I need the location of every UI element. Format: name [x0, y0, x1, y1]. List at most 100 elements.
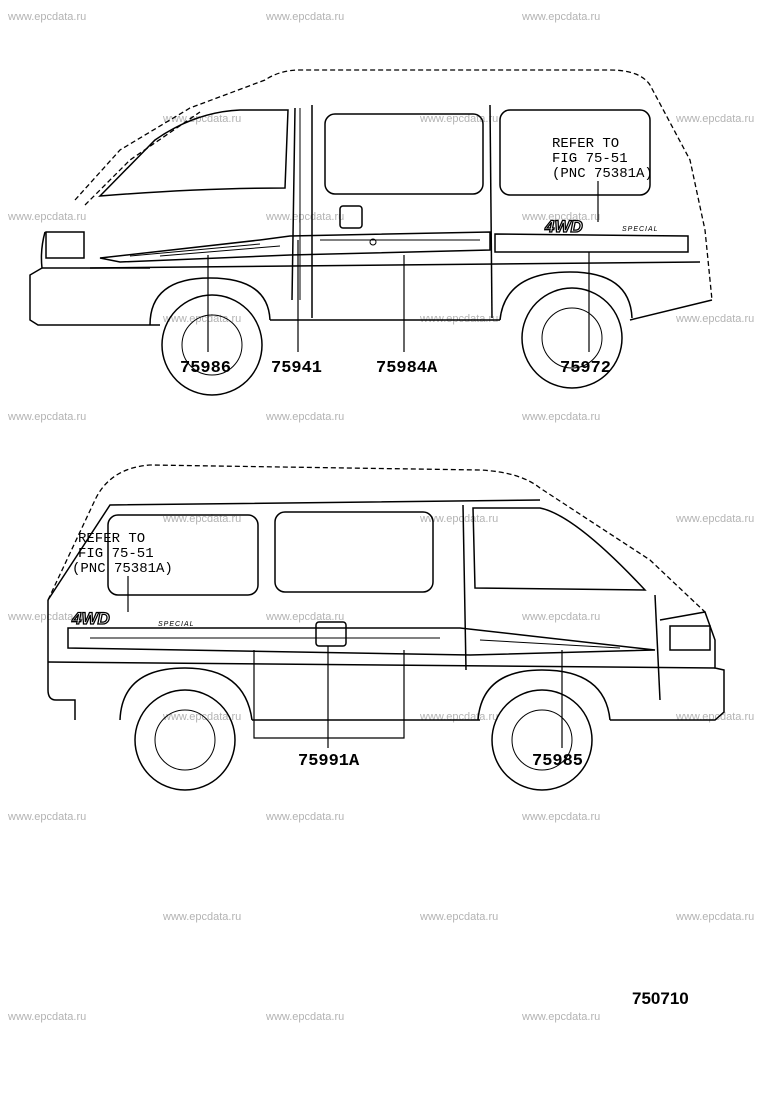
van-body-outline [74, 69, 713, 301]
watermark: www.epcdata.ru [675, 513, 754, 525]
watermark: www.epcdata.ru [162, 113, 241, 125]
reference-note-line: REFER TO [78, 531, 145, 547]
rear-wheel [134, 689, 236, 791]
reference-note-line: (PNC 75381A) [552, 166, 653, 182]
watermark: www.epcdata.ru [7, 411, 86, 423]
part-number-label: 75984A [376, 359, 438, 378]
van-body-outline [47, 464, 706, 613]
reference-note: REFER TO FIG 75-51 (PNC 75381A) [72, 531, 173, 612]
reference-note-line: FIG 75-51 [78, 546, 154, 562]
badge-4wd-text: 4WD [71, 609, 110, 628]
watermark: www.epcdata.ru [162, 513, 241, 525]
side-stripe-detail [129, 239, 480, 257]
watermark: www.epcdata.ru [162, 911, 241, 923]
watermark: www.epcdata.ru [265, 11, 344, 23]
front-wheel [491, 689, 593, 791]
watermark: www.epcdata.ru [265, 411, 344, 423]
reference-note-line: FIG 75-51 [552, 151, 628, 167]
front-window [472, 507, 647, 591]
watermark: www.epcdata.ru [265, 611, 344, 623]
part-number-label: 75972 [560, 359, 611, 378]
rear-wheel-arch [499, 271, 633, 321]
watermark: www.epcdata.ru [419, 911, 498, 923]
watermark: www.epcdata.ru [265, 1011, 344, 1023]
side-stripe-decal [99, 231, 491, 263]
part-number-label: 75985 [532, 752, 583, 771]
watermark: www.epcdata.ru [7, 611, 86, 623]
badge-special-text: SPECIAL [622, 226, 659, 233]
rear-wheel-hub [154, 709, 216, 771]
rear-window [499, 109, 651, 196]
door-handle [369, 238, 377, 246]
fuel-lid [339, 205, 363, 229]
door-pillar [291, 107, 296, 301]
body-side-molding [47, 661, 716, 669]
watermark: www.epcdata.ru [675, 313, 754, 325]
middle-window [274, 511, 434, 593]
part-number-label: 75941 [271, 359, 322, 378]
front-wheel-hub [181, 314, 243, 376]
rear-stripe-decal [494, 233, 689, 253]
watermark-layer: www.epcdata.ru www.epcdata.ru www.epcdat… [7, 11, 754, 1023]
watermark: www.epcdata.ru [675, 911, 754, 923]
van-rear-outline [47, 600, 76, 720]
watermark: www.epcdata.ru [7, 11, 86, 23]
4wd-special-badge: 4WD SPECIAL [70, 608, 195, 628]
van-right-side-view: 4WD SPECIAL REFER TO FIG 75-51 (PNC 7538… [47, 464, 725, 791]
watermark: www.epcdata.ru [675, 113, 754, 125]
headlamp [669, 625, 711, 651]
part-number-label: 75991A [298, 752, 360, 771]
reference-note: REFER TO FIG 75-51 (PNC 75381A) [552, 136, 653, 222]
watermark: www.epcdata.ru [162, 711, 241, 723]
watermark: www.epcdata.ru [675, 711, 754, 723]
figure-number: 750710 [632, 989, 689, 1008]
front-wheel-arch [477, 669, 611, 721]
side-stripe-detail [90, 637, 621, 649]
reference-note-line: (PNC 75381A) [72, 561, 173, 577]
front-wheel-hub [511, 709, 573, 771]
watermark: www.epcdata.ru [521, 1011, 600, 1023]
middle-window [324, 113, 484, 195]
front-wheel-arch [149, 277, 271, 326]
rear-window [107, 514, 259, 596]
badge-special-text: SPECIAL [158, 621, 195, 628]
van-front-bumper [29, 231, 95, 326]
rear-wheel-arch [119, 667, 253, 721]
watermark: www.epcdata.ru [162, 313, 241, 325]
watermark: www.epcdata.ru [419, 711, 498, 723]
watermark: www.epcdata.ru [521, 811, 600, 823]
rear-wheel [521, 287, 623, 389]
part-number-label: 75986 [180, 359, 231, 378]
side-stripe-decal [67, 627, 656, 656]
front-wheel [161, 294, 263, 396]
headlamp [45, 231, 85, 259]
watermark: www.epcdata.ru [419, 513, 498, 525]
watermark: www.epcdata.ru [521, 11, 600, 23]
badge-4wd-text: 4WD [544, 217, 583, 236]
rear-wheel-hub [541, 307, 603, 369]
van-front-bumper [659, 611, 725, 721]
rear-quarter-line [489, 104, 493, 319]
door-pillar [462, 504, 467, 671]
van-body-outline [47, 499, 541, 601]
van-left-side-view: 4WD SPECIAL REFER TO FIG 75-51 (PNC 7538… [29, 69, 713, 396]
watermark: www.epcdata.ru [265, 811, 344, 823]
watermark: www.epcdata.ru [521, 411, 600, 423]
4wd-special-badge: 4WD SPECIAL [543, 216, 659, 236]
watermark: www.epcdata.ru [7, 211, 86, 223]
reference-note-line: REFER TO [552, 136, 619, 152]
watermark: www.epcdata.ru [521, 211, 600, 223]
body-side-molding [89, 261, 701, 269]
front-window [98, 109, 289, 197]
door-handle-decal [315, 621, 347, 647]
watermark: www.epcdata.ru [521, 611, 600, 623]
watermark: www.epcdata.ru [419, 313, 498, 325]
rocker-panel [95, 299, 713, 326]
van-body-outline [84, 111, 201, 206]
watermark: www.epcdata.ru [419, 113, 498, 125]
watermark: www.epcdata.ru [7, 811, 86, 823]
watermark: www.epcdata.ru [265, 211, 344, 223]
bracket-leader [253, 650, 405, 739]
